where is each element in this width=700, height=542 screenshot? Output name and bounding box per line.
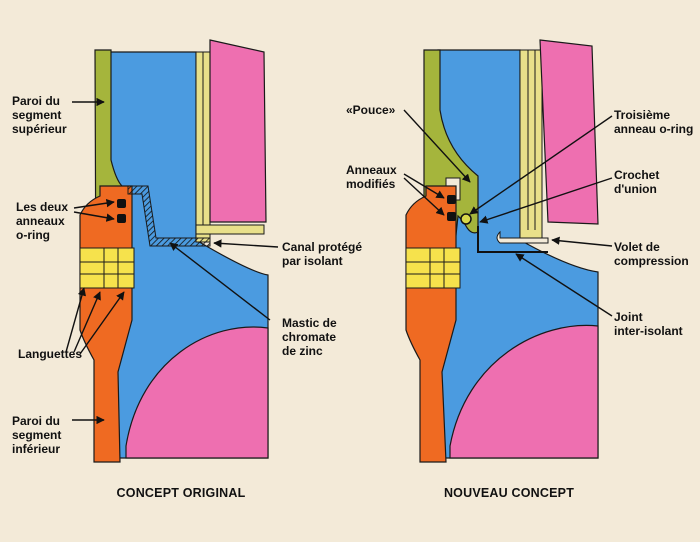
new-concept-drawing — [405, 39, 599, 463]
label-upper-segment-wall: Paroi du segment supérieur — [12, 94, 67, 136]
left-clevis-pin — [79, 247, 135, 289]
right-third-oring — [460, 213, 472, 225]
caption-new-concept: NOUVEAU CONCEPT — [443, 486, 575, 500]
caption-original-concept: CONCEPT ORIGINAL — [116, 486, 246, 500]
label-zinc-chromate-putty: Mastic de chromate de zinc — [282, 316, 337, 358]
right-insulation-joint — [477, 226, 548, 253]
label-modified-rings: Anneaux modifiés — [346, 163, 397, 191]
label-two-orings: Les deux anneaux o-ring — [16, 200, 69, 242]
label-protected-channel: Canal protégé par isolant — [282, 240, 363, 268]
label-third-oring: Troisième anneau o-ring — [614, 108, 694, 136]
label-relief-flap: Volet de compression — [614, 240, 689, 268]
left-upper-insulation — [209, 39, 267, 223]
left-protected-channel — [127, 185, 211, 247]
label-capture-hook: Crochet d'union — [614, 168, 660, 196]
right-lower-insulation — [449, 324, 599, 459]
leader-lines — [65, 97, 613, 425]
original-concept-drawing — [79, 39, 269, 463]
right-oring-1 — [447, 195, 456, 204]
label-lower-segment-wall: Paroi du segment inférieur — [12, 414, 62, 456]
left-oring-1 — [117, 199, 126, 208]
label-tangs: Languettes — [18, 347, 83, 361]
label-insulation-joint: Joint inter-isolant — [614, 310, 683, 338]
left-oring-2 — [117, 214, 126, 223]
right-liner — [519, 49, 543, 241]
right-clevis-pin — [405, 247, 461, 289]
left-lower-insulation — [125, 326, 269, 459]
label-thumb: «Pouce» — [346, 103, 396, 117]
right-oring-2 — [447, 212, 456, 221]
right-relief-flap — [496, 230, 549, 244]
